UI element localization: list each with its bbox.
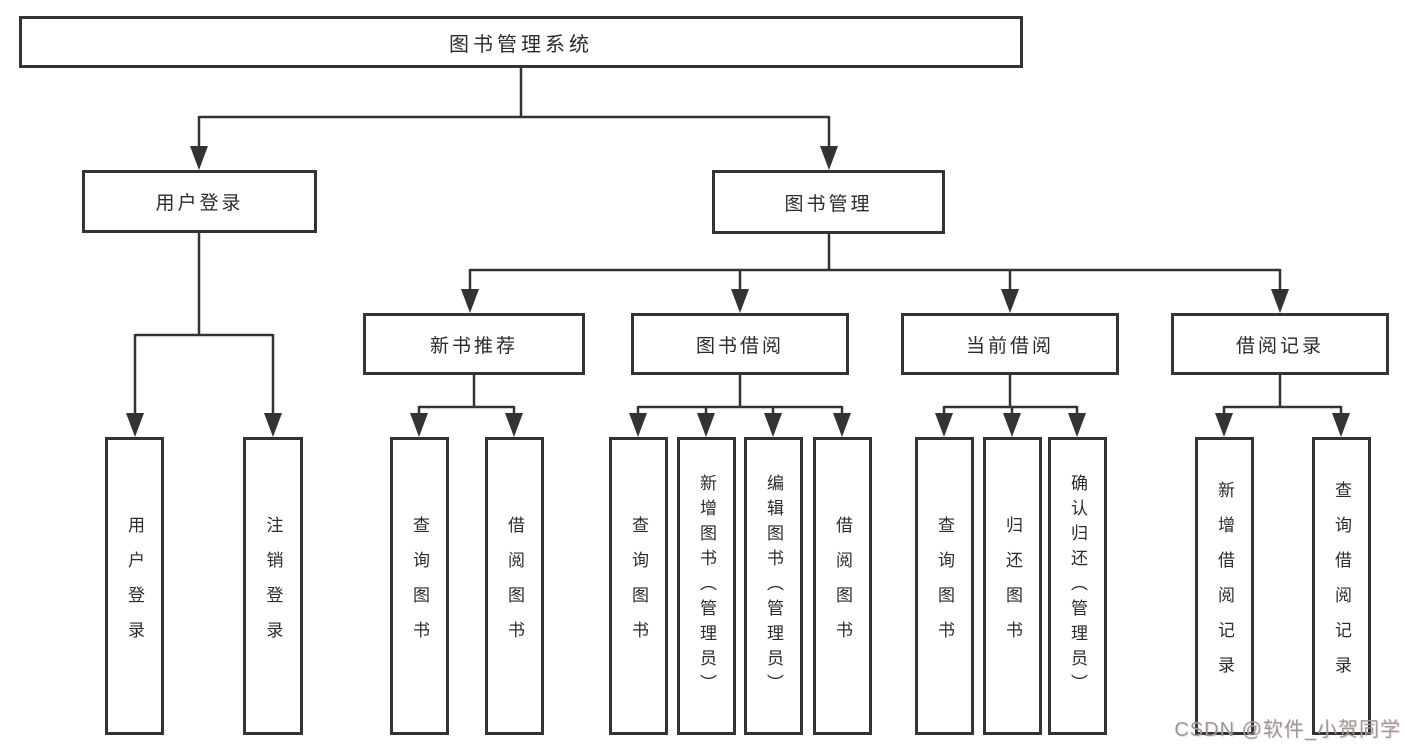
leaf-label: 查询图书 — [935, 516, 954, 656]
node-label: 图书管理 — [784, 193, 873, 215]
leaf-logout: 注销登录 — [243, 437, 303, 735]
node-book-management: 图书管理 — [712, 170, 945, 234]
leaf-add-book-admin: 新增图书（管理员） — [677, 437, 736, 735]
node-user-login: 用户登录 — [82, 170, 317, 233]
leaf-query-books-borrowing: 查询图书 — [609, 437, 668, 735]
leaf-return-books: 归还图书 — [983, 437, 1042, 735]
leaf-label: 借阅图书 — [833, 516, 852, 656]
leaf-label: 编辑图书（管理员） — [764, 473, 783, 699]
leaf-label: 查询图书 — [629, 516, 648, 656]
leaf-label: 注销登录 — [263, 516, 283, 656]
node-borrowing-records: 借阅记录 — [1171, 313, 1389, 375]
leaf-user-login: 用户登录 — [105, 437, 164, 735]
leaf-label: 新增图书（管理员） — [697, 473, 716, 699]
csdn-watermark: CSDN @软件_小贺同学 — [1174, 719, 1401, 741]
node-label: 借阅记录 — [1235, 335, 1324, 357]
leaf-query-books-recommend: 查询图书 — [390, 437, 449, 735]
leaf-label: 借阅图书 — [505, 516, 524, 656]
leaf-label: 查询图书 — [410, 516, 429, 656]
leaf-borrow-books-borrowing: 借阅图书 — [813, 437, 872, 735]
leaf-query-books-current: 查询图书 — [915, 437, 974, 735]
node-label: 用户登录 — [155, 193, 244, 214]
node-library-system: 图书管理系统 — [19, 16, 1023, 68]
leaf-label: 确认归还（管理员） — [1068, 473, 1087, 699]
node-book-borrowing: 图书借阅 — [631, 313, 849, 375]
leaf-query-borrow-record: 查询借阅记录 — [1312, 437, 1371, 735]
node-current-borrowing: 当前借阅 — [901, 313, 1119, 375]
leaf-label: 新增借阅记录 — [1215, 481, 1234, 691]
node-label: 当前借阅 — [965, 335, 1054, 357]
node-label: 图书借阅 — [695, 335, 784, 357]
node-new-book-recommend: 新书推荐 — [363, 313, 585, 375]
arrowheads — [126, 146, 1350, 437]
leaf-borrow-books-recommend: 借阅图书 — [485, 437, 544, 735]
leaf-label: 归还图书 — [1003, 516, 1022, 656]
connector-lines — [133, 68, 1343, 416]
node-label: 图书管理系统 — [449, 33, 593, 56]
leaf-add-borrow-record: 新增借阅记录 — [1195, 437, 1254, 735]
leaf-label: 查询借阅记录 — [1332, 481, 1351, 691]
leaf-edit-book-admin: 编辑图书（管理员） — [744, 437, 803, 735]
node-label: 新书推荐 — [429, 335, 518, 357]
leaf-label: 用户登录 — [125, 516, 144, 656]
leaf-confirm-return-admin: 确认归还（管理员） — [1048, 437, 1107, 735]
